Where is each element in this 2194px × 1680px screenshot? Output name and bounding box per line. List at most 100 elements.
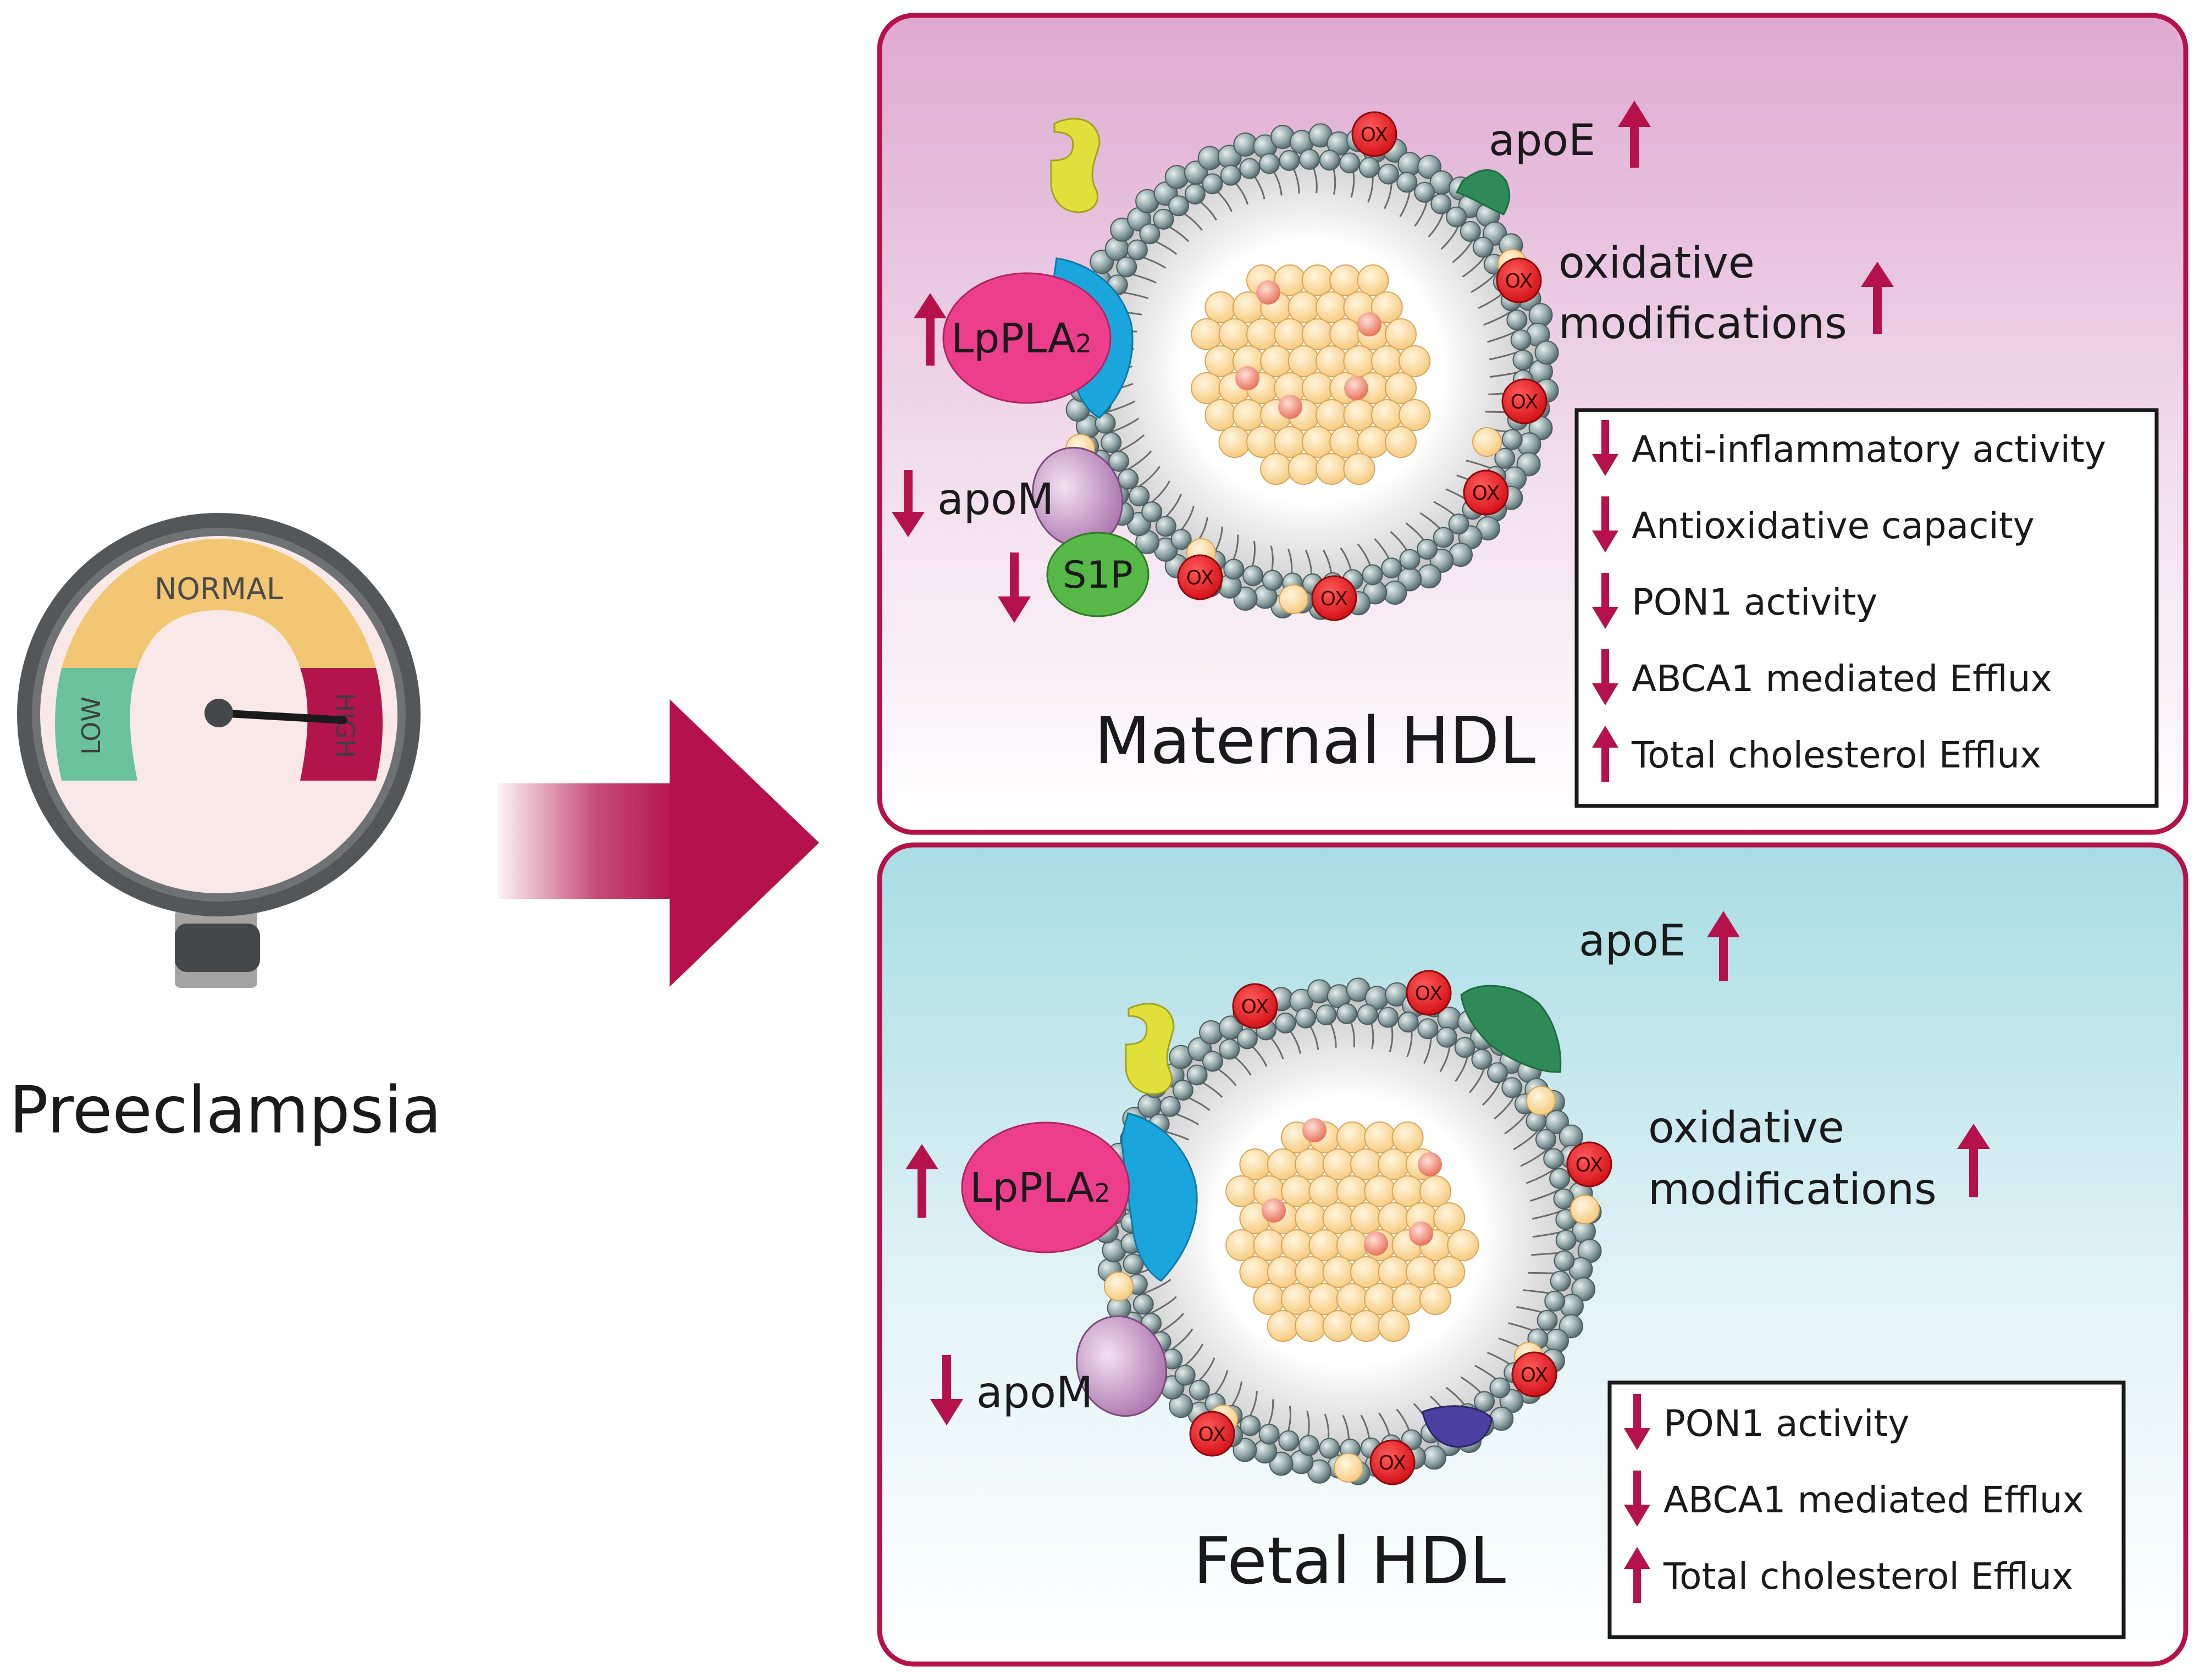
oxidation-marker: OX (1566, 1141, 1612, 1187)
maternal-apoe-label: apoE (1489, 116, 1595, 165)
right-arrow-icon (498, 699, 819, 987)
oxidation-marker: OX (1501, 378, 1548, 424)
down-arrow-icon (1592, 420, 1618, 476)
up-arrow-icon (1624, 1547, 1650, 1603)
oxidation-marker: OX (1232, 983, 1278, 1029)
fetal-oxidative-line2: modifications (1648, 1165, 1937, 1214)
yellow-protein (1125, 1003, 1175, 1095)
lppla2-label: LpPLA2 (970, 1164, 1110, 1212)
oxidation-marker: OX (1406, 970, 1452, 1016)
cholesteryl-ester (1418, 1152, 1442, 1176)
cholesteryl-ester (1344, 376, 1368, 400)
cholesteryl-ester (1256, 280, 1280, 305)
maternal-title: Maternal HDL (1095, 703, 1535, 778)
down-arrow-icon (1624, 1471, 1650, 1527)
oxidation-marker: OX (1369, 1439, 1416, 1485)
oxidation-marker: OX (1351, 111, 1397, 157)
cholesteryl-ester (1409, 1222, 1433, 1246)
svg-text:OX: OX (1241, 996, 1269, 1018)
apom-protein (1076, 1315, 1167, 1417)
gauge-high-label: HIGH (330, 693, 360, 758)
down-arrow-icon (1592, 496, 1618, 552)
rim-lipid (1526, 1086, 1556, 1115)
rim-lipid (1570, 1195, 1600, 1224)
apoe-protein (1455, 169, 1511, 215)
up-arrow-icon (1592, 726, 1618, 782)
cholesteryl-ester (1278, 395, 1302, 419)
pressure-gauge-icon: NORMAL LOW HIGH (17, 513, 421, 988)
purple-protein (1422, 1405, 1493, 1448)
effect-text: Total cholesterol Efflux (1663, 1555, 2073, 1598)
fetal-apoe-label: apoE (1579, 916, 1685, 966)
lppla2-protein: LpPLA2 (961, 1121, 1130, 1253)
gauge-pivot (205, 699, 233, 727)
maternal-effects-list: Anti-inflammatory activityAntioxidative … (1592, 420, 2106, 782)
cholesteryl-ester (1364, 1231, 1388, 1256)
up-arrow-icon (1861, 262, 1894, 334)
effect-text: Antioxidative capacity (1632, 505, 2035, 547)
gauge-high-band (300, 668, 383, 781)
down-arrow-icon (892, 470, 925, 537)
maternal-apom-label: apoM (937, 475, 1054, 524)
up-arrow-icon (905, 1144, 938, 1218)
cholesteryl-ester (1357, 312, 1381, 336)
up-arrow-icon (914, 293, 947, 366)
rim-lipid (1472, 427, 1502, 457)
cholesteryl-ester (1262, 1198, 1286, 1223)
oxidation-marker: OX (1311, 575, 1357, 621)
svg-text:OX: OX (1415, 982, 1443, 1005)
down-arrow-icon (1592, 573, 1618, 629)
svg-text:OX: OX (1505, 270, 1533, 292)
svg-text:OX: OX (1521, 1364, 1549, 1386)
effect-text: PON1 activity (1632, 581, 1877, 623)
effect-text: PON1 activity (1664, 1402, 1909, 1445)
effect-text: ABCA1 mediated Efflux (1632, 657, 2052, 700)
up-arrow-icon (1957, 1124, 1990, 1197)
down-arrow-icon (930, 1355, 963, 1425)
down-arrow-icon (998, 552, 1031, 623)
svg-text:S1P: S1P (1063, 554, 1132, 597)
gauge-normal-label: NORMAL (154, 572, 283, 606)
cholesteryl-ester (1302, 1118, 1327, 1142)
fetal-title: Fetal HDL (1193, 1523, 1506, 1599)
rim-lipid (1334, 1453, 1363, 1483)
down-arrow-icon (1592, 649, 1618, 705)
gauge-connector (175, 924, 260, 972)
oxidation-marker: OX (1189, 1411, 1235, 1457)
cholesteryl-ester (1235, 366, 1259, 390)
effect-text: Anti-inflammatory activity (1632, 428, 2106, 471)
left-title: Preeclampsia (9, 1072, 442, 1148)
fetal-apom-label: apoM (976, 1368, 1093, 1418)
lipid-core (1191, 264, 1431, 485)
svg-text:OX: OX (1472, 482, 1500, 505)
lppla2-label: LpPLA2 (951, 315, 1092, 362)
gauge-needle (215, 709, 347, 724)
s1p-molecule: S1P (1046, 532, 1149, 617)
svg-text:OX: OX (1511, 391, 1539, 413)
svg-text:OX: OX (1186, 567, 1214, 589)
gauge-low-label: LOW (76, 697, 106, 755)
maternal-effects-box: Anti-inflammatory activityAntioxidative … (1574, 408, 2159, 808)
gauge-low-band (55, 668, 137, 781)
gauge-normal-band (62, 539, 376, 668)
svg-text:OX: OX (1198, 1423, 1226, 1446)
oxidation-marker: OX (1511, 1351, 1557, 1397)
up-arrow-icon (1707, 911, 1740, 981)
svg-text:OX: OX (1576, 1154, 1604, 1176)
fetal-oxidative-line1: oxidative (1648, 1103, 1844, 1153)
down-arrow-icon (1624, 1394, 1650, 1450)
effect-text: Total cholesterol Efflux (1631, 734, 2041, 776)
svg-text:OX: OX (1361, 124, 1389, 146)
maternal-oxidative-line2: modifications (1559, 299, 1847, 349)
maternal-oxidative-line1: oxidative (1559, 239, 1755, 288)
yellow-protein (1050, 118, 1101, 213)
effect-text: ABCA1 mediated Efflux (1664, 1479, 2084, 1521)
oxidation-marker: OX (1463, 469, 1509, 516)
